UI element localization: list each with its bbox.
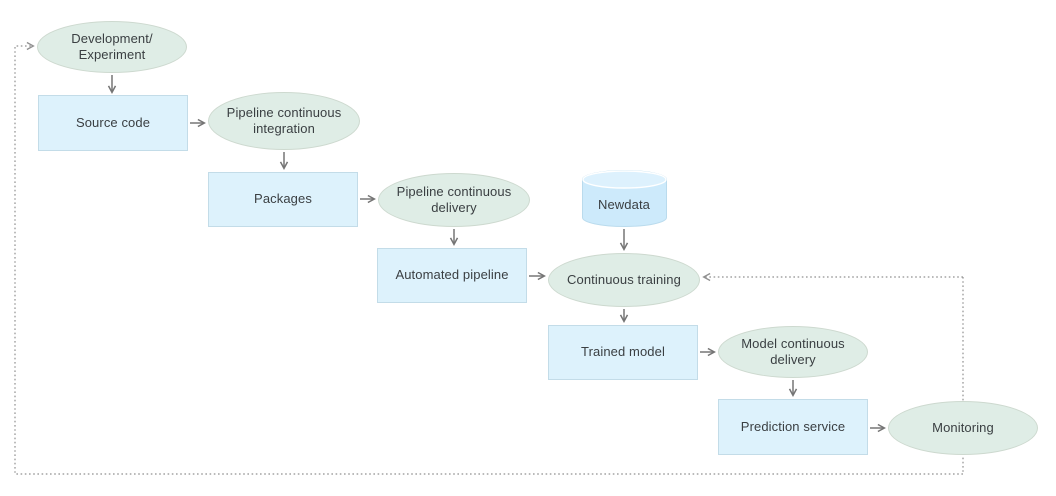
node-automated-pipeline: Automated pipeline — [377, 247, 527, 303]
node-label: Continuous training — [567, 272, 681, 287]
node-newdata: Newdata — [581, 169, 667, 227]
node-monitoring: Monitoring — [888, 401, 1038, 455]
node-label: Pipeline continuous integration — [226, 105, 342, 136]
node-label: Source code — [75, 115, 151, 130]
node-label: Newdata — [597, 196, 650, 212]
node-development-experiment: Development/ Experiment — [37, 21, 187, 73]
node-label: Automated pipeline — [395, 267, 509, 282]
node-pipeline-continuous-integration: Pipeline continuous integration — [208, 92, 360, 150]
node-label: Trained model — [581, 344, 665, 359]
node-continuous-training: Continuous training — [548, 253, 700, 307]
node-model-continuous-delivery: Model continuous delivery — [718, 326, 868, 378]
node-trained-model: Trained model — [548, 324, 698, 380]
node-packages: Packages — [208, 171, 358, 227]
node-label: Model continuous delivery — [741, 336, 845, 367]
node-label: Monitoring — [932, 420, 994, 435]
node-label: Prediction service — [740, 419, 846, 434]
node-label: Pipeline continuous delivery — [396, 184, 512, 215]
node-label: Development/ Experiment — [71, 31, 153, 62]
node-source-code: Source code — [38, 95, 188, 151]
node-pipeline-continuous-delivery: Pipeline continuous delivery — [378, 173, 530, 227]
node-label: Packages — [254, 191, 312, 206]
node-prediction-service: Prediction service — [718, 399, 868, 455]
database-cylinder-icon — [581, 169, 667, 227]
